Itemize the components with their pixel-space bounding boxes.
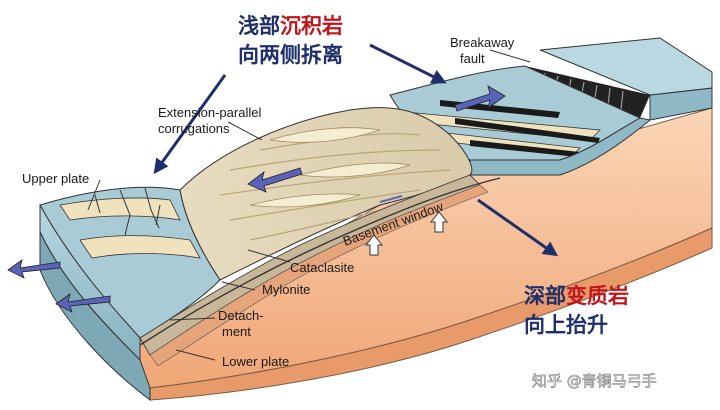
slip-arrow-right [454, 85, 506, 112]
annotation-shallow-highlight: 沉积岩 [280, 14, 343, 38]
right-slab-black-bands [440, 100, 600, 157]
left-block-base [39, 231, 151, 402]
label-detachment-2: ment [222, 324, 251, 339]
slip-arrow-left-upper [7, 259, 61, 279]
label-extension-2: corrugations [158, 121, 230, 136]
lower-plate-front [149, 227, 713, 401]
label-extension-1: Extension-parallel [158, 105, 261, 120]
annotation-arrow-left [153, 74, 227, 175]
leader-lines [87, 49, 531, 361]
corrugation-lines [219, 133, 451, 241]
detachment-line [139, 177, 501, 346]
label-cataclasite: Cataclasite [290, 260, 354, 275]
annotation-shallow-line2: 向两侧拆离 [238, 43, 343, 67]
annotation-shallow-prefix: 浅部 [238, 14, 280, 38]
fault-fissures [94, 187, 161, 236]
label-detachment-1: Detach- [218, 308, 264, 323]
label-breakaway-2: fault [460, 51, 485, 66]
small-arrow-basement [379, 195, 403, 203]
annotation-shallow-line1: 浅部沉积岩 [238, 14, 343, 38]
slip-arrow-left-lower [55, 293, 111, 313]
slip-arrow-dome [247, 167, 303, 193]
annotation-deep-prefix: 深部 [524, 284, 566, 308]
label-lower-plate: Lower plate [222, 354, 289, 369]
label-mylonite: Mylonite [262, 282, 310, 297]
annotation-deep-highlight: 变质岩 [566, 284, 629, 308]
annotation-arrow-right [369, 43, 447, 84]
right-block-top [539, 37, 713, 96]
corrugation-cream-lenses [249, 127, 411, 208]
label-upper-plate: Upper plate [22, 171, 89, 186]
annotation-arrow-down [477, 198, 559, 257]
mylonite-band [149, 184, 489, 367]
annotation-deep-line1: 深部变质岩 [524, 284, 629, 308]
up-arrow-1 [364, 234, 384, 256]
label-breakaway-1: Breakaway [450, 35, 515, 50]
right-slabs-front [469, 117, 652, 176]
left-block-sediment [59, 197, 201, 259]
watermark: 知乎 @青铜马弓手 [532, 372, 657, 390]
annotation-deep-line2: 向上抬升 [524, 313, 608, 337]
up-arrow-2 [429, 211, 449, 233]
